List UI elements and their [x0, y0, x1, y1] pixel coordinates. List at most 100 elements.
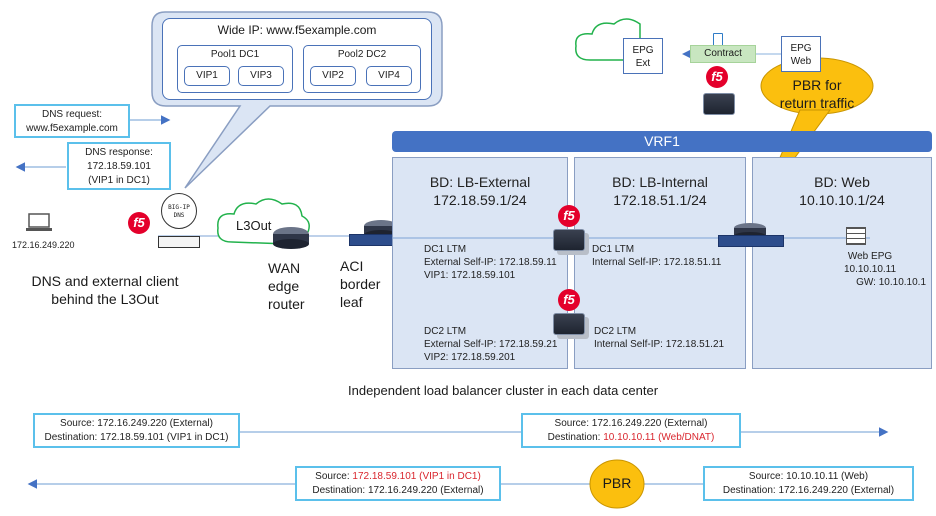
bd-lb-internal: BD: LB-Internal 172.18.51.1/24	[574, 157, 746, 369]
flow-forward-1: Source: 172.16.249.220 (External) Destin…	[33, 413, 240, 448]
dst-label: Destination:	[722, 485, 779, 496]
dc1-ltm-ext-self-ip: External Self-IP: 172.18.59.11	[424, 257, 557, 268]
dc1-ltm-external: DC1 LTM External Self-IP: 172.18.59.11 V…	[424, 243, 557, 282]
flow-ret1-src: Source: 172.18.59.101 (VIP1 in DC1)	[297, 470, 499, 484]
client-caption-line1: DNS and external client	[31, 273, 179, 289]
vrf-bar: VRF1	[392, 131, 932, 152]
pbr-label: PBR	[602, 475, 632, 491]
dns-request-box: DNS request: www.f5example.com	[14, 104, 130, 138]
epg-ext-label-2: Ext	[635, 58, 651, 69]
f5-logo-dc2: f5	[558, 289, 580, 311]
f5-logo-contract: f5	[706, 66, 728, 88]
pbr-callout-text: PBR for return traffic	[761, 76, 873, 112]
epg-web-label-1: EPG	[790, 43, 812, 54]
pool-dc1-label: Pool1 DC1	[210, 49, 260, 60]
epg-ext-label-1: EPG	[632, 45, 654, 56]
aci-label-3: leaf	[340, 294, 363, 310]
flow-fwd1-dst: Destination: 172.18.59.101 (VIP1 in DC1)	[35, 431, 238, 445]
wan-router-label: WAN edge router	[268, 259, 305, 313]
bd-web-subnet: 10.10.10.1/24	[799, 192, 885, 208]
dns-response-box: DNS response: 172.18.59.101 (VIP1 in DC1…	[67, 142, 171, 190]
pool-dc2: Pool2 DC2 VIP2 VIP4	[303, 45, 421, 93]
dc1-ltm-ext-name: DC1 LTM	[424, 244, 467, 255]
dc2-ltm-internal: DC2 LTM Internal Self-IP: 172.18.51.21	[594, 325, 724, 351]
dst-value: 172.16.249.220 (External)	[367, 485, 484, 496]
pool-dc2-label: Pool2 DC2	[337, 49, 387, 60]
dc2-ltm-external: DC2 LTM External Self-IP: 172.18.59.21 V…	[424, 325, 557, 364]
dst-label: Destination:	[547, 432, 604, 443]
src-value-highlight: 172.18.59.101 (VIP1 in DC1)	[352, 471, 481, 482]
web-epg-info: Web EPG 10.10.10.11 GW: 10.10.10.1	[814, 250, 926, 289]
wide-ip-title: Wide IP: www.f5example.com	[217, 23, 377, 37]
bd-lb-external-title: BD: LB-External	[429, 174, 531, 190]
l3out-label: L3Out	[236, 218, 272, 233]
dc1-ltm-int-self-ip: Internal Self-IP: 172.18.51.11	[592, 257, 722, 268]
bd-lb-external: BD: LB-External 172.18.59.1/24	[392, 157, 568, 369]
dns-response-ip: 172.18.59.101	[87, 161, 151, 172]
flow-ret2-dst: Destination: 172.16.249.220 (External)	[705, 484, 912, 498]
dc2-ltm-vip: VIP2: 172.18.59.201	[424, 352, 516, 363]
src-label: Source:	[748, 471, 787, 482]
service-graph-ltm-icon	[703, 93, 735, 115]
src-label: Source:	[315, 471, 353, 482]
src-value: 172.16.249.220 (External)	[97, 418, 213, 429]
dc1-ltm-vip: VIP1: 172.18.59.101	[424, 270, 516, 281]
web-epg-name: Web EPG	[847, 251, 893, 262]
flow-fwd1-src: Source: 172.16.249.220 (External)	[35, 417, 238, 431]
dns-response-note: (VIP1 in DC1)	[88, 175, 150, 186]
bd-lb-external-subnet: 172.18.59.1/24	[433, 192, 527, 208]
flow-forward-2: Source: 172.16.249.220 (External) Destin…	[521, 413, 741, 448]
laptop-icon	[26, 213, 52, 238]
aci-label-1: ACI	[340, 258, 364, 274]
dst-value: 172.16.249.220 (External)	[778, 485, 895, 496]
flow-fwd2-src: Source: 172.16.249.220 (External)	[523, 417, 739, 431]
epg-web-label-2: Web	[790, 56, 812, 67]
dc2-ltm-ext-name: DC2 LTM	[424, 326, 467, 337]
wan-router-icon	[272, 226, 310, 255]
vip3-badge: VIP3	[238, 66, 284, 86]
dst-value: 172.18.59.101 (VIP1 in DC1)	[100, 432, 229, 443]
wide-ip-panel: Wide IP: www.f5example.com Pool1 DC1 VIP…	[162, 18, 432, 100]
src-value: 10.10.10.11 (Web)	[786, 471, 869, 482]
src-label: Source:	[60, 418, 98, 429]
web-epg-gw: GW: 10.10.10.1	[856, 277, 926, 288]
dc2-ltm-int-self-ip: Internal Self-IP: 172.18.51.21	[594, 339, 725, 350]
web-leaf-switch-icon	[718, 235, 784, 247]
wan-label-3: router	[268, 296, 305, 312]
web-epg-ip: 10.10.10.11	[843, 264, 897, 275]
aci-label-2: border	[340, 276, 381, 292]
web-server-icon	[846, 227, 866, 245]
bd-web: BD: Web 10.10.10.1/24	[752, 157, 932, 369]
dc1-ltm-int-name: DC1 LTM	[592, 244, 635, 255]
flow-return-1: Source: 172.18.59.101 (VIP1 in DC1) Dest…	[295, 466, 501, 501]
aci-border-leaf-label: ACI border leaf	[340, 257, 380, 311]
flow-fwd2-dst: Destination: 10.10.10.11 (Web/DNAT)	[523, 431, 739, 445]
src-label: Source:	[554, 418, 592, 429]
vip1-badge: VIP1	[184, 66, 230, 86]
src-value: 172.16.249.220 (External)	[591, 418, 708, 429]
flow-ret2-src: Source: 10.10.10.11 (Web)	[705, 470, 912, 484]
f5-logo-dns: f5	[128, 212, 150, 234]
dc2-ltm-int-name: DC2 LTM	[594, 326, 637, 337]
wan-label-1: WAN	[268, 260, 301, 276]
dst-label: Destination:	[312, 485, 368, 496]
dst-value-highlight: 10.10.10.11 (Web/DNAT)	[603, 432, 715, 443]
bigip-dns-label: DNS	[173, 212, 185, 219]
vip4-badge: VIP4	[366, 66, 412, 86]
dst-label: Destination:	[44, 432, 101, 443]
dc1-ltm-icon	[553, 229, 585, 251]
diagram-caption: Independent load balancer cluster in eac…	[348, 383, 659, 398]
bd-lb-internal-subnet: 172.18.51.1/24	[613, 192, 707, 208]
wan-label-2: edge	[268, 278, 300, 294]
dns-response-label: DNS response:	[85, 147, 153, 158]
dns-request-label: DNS request:	[41, 109, 103, 120]
epg-ext: EPG Ext	[623, 38, 663, 74]
dc1-ltm-internal: DC1 LTM Internal Self-IP: 172.18.51.11	[592, 243, 721, 269]
contract-label: Contract	[690, 45, 756, 63]
bd-lb-internal-title: BD: LB-Internal	[612, 174, 708, 190]
client-ip: 172.16.249.220	[12, 240, 75, 250]
bigip-dns-icon: BIG-IP DNS	[161, 193, 197, 229]
dns-request-domain: www.f5example.com	[26, 123, 118, 134]
vip2-badge: VIP2	[310, 66, 356, 86]
bigip-label: BIG-IP	[168, 204, 190, 211]
